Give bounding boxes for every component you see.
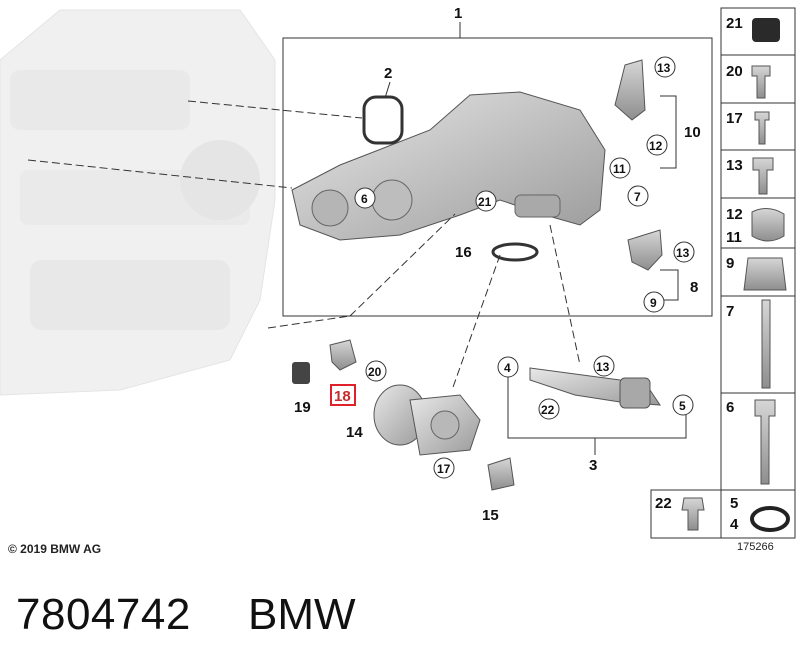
callout-21: 21: [478, 195, 492, 209]
callout-22: 22: [541, 403, 555, 417]
grommet-9-icon: [743, 257, 787, 291]
circle-5: [672, 394, 694, 416]
circle-13c: [593, 355, 615, 377]
callout-13a: 13: [657, 61, 671, 75]
parts-sidebar: 21 20 17 13 12 11 9 7 6: [720, 7, 796, 491]
callout-10: 10: [684, 124, 701, 141]
stud-7-icon: [761, 299, 771, 389]
callout-14: 14: [346, 424, 363, 441]
assembly-frame: [282, 37, 713, 317]
circle-4: [497, 356, 519, 378]
leader-dash-b: [27, 159, 293, 189]
callout-19: 19: [294, 399, 311, 416]
circle-12: [646, 134, 668, 156]
circle-13a: [654, 56, 676, 78]
callout-22-box: 22: [655, 495, 672, 512]
callout-5: 5: [679, 399, 686, 413]
o-ring-4-icon: [750, 506, 790, 532]
callout-11: 11: [613, 162, 626, 176]
sidebar-label-21: 21: [726, 15, 743, 32]
part-number: 7804742: [16, 590, 191, 639]
circle-17: [433, 457, 455, 479]
leader-dash-a: [187, 100, 363, 119]
screw-17-icon: [754, 111, 770, 145]
clamp-12-icon: [751, 208, 785, 242]
bracket-line-8: [660, 269, 679, 301]
circle-6: [354, 187, 376, 209]
callout-18-box: [330, 384, 356, 406]
ring-16: [491, 242, 539, 262]
circle-22: [538, 398, 560, 420]
sidebar-label-12: 12: [726, 206, 743, 223]
sidebar-label-20: 20: [726, 63, 743, 80]
sidebar-label-11: 11: [726, 229, 742, 246]
callout-9: 9: [650, 296, 657, 310]
callout-13b: 13: [676, 246, 690, 260]
reference-number: 175266: [737, 541, 774, 553]
circle-7: [627, 185, 649, 207]
circle-13b: [673, 241, 695, 263]
bottom-parts-box: 22 5 4: [650, 489, 796, 539]
copyright-text: © 2019 BMW AG: [8, 542, 102, 556]
circle-9: [643, 291, 665, 313]
bolt-6-icon: [754, 399, 776, 485]
callout-17: 17: [437, 462, 451, 476]
clip-21-icon: [752, 18, 780, 42]
screw-13-icon: [752, 157, 774, 195]
callout-5-box: 5: [730, 495, 738, 512]
callout-7: 7: [634, 190, 641, 204]
callout-2: 2: [384, 65, 392, 82]
leader-dash-d: [349, 213, 456, 317]
engine-block: [0, 9, 276, 396]
callout-20: 20: [368, 365, 382, 379]
callout-8: 8: [690, 279, 698, 296]
callout-1: 1: [454, 5, 462, 22]
part-19: [292, 362, 310, 384]
circle-21: [475, 190, 497, 212]
sidebar-label-13: 13: [726, 157, 743, 174]
plug-22-icon: [681, 497, 705, 531]
callout-16: 16: [455, 244, 472, 261]
sensor-15: [487, 457, 515, 491]
callout-12: 12: [649, 139, 663, 153]
callout-13c: 13: [596, 360, 610, 374]
circle-11: [609, 157, 631, 179]
sidebar-label-6: 6: [726, 399, 734, 416]
throttle-14: [373, 384, 481, 456]
callout-4-box: 4: [730, 516, 739, 533]
leader-dash-f: [451, 254, 501, 391]
bracket-line-10: [660, 95, 677, 169]
sidebar-label-7: 7: [726, 303, 734, 320]
pipe-3: [529, 367, 661, 409]
circle-20: [365, 360, 387, 382]
intake-manifold: [291, 91, 606, 241]
sensor-18: [329, 339, 357, 371]
callout-3: 3: [589, 457, 597, 474]
bolt-20-icon: [751, 65, 771, 99]
brand-name: BMW: [248, 590, 356, 639]
callout-6: 6: [361, 192, 368, 206]
sidebar-label-17: 17: [726, 110, 743, 127]
bracket-8: [627, 229, 663, 271]
callout-15: 15: [482, 507, 499, 524]
sidebar-label-9: 9: [726, 255, 734, 272]
gasket-2: [362, 95, 404, 145]
bracket-10: [614, 59, 646, 121]
diagram-canvas: 1 2 6 21 7 16 13 12 11 10 13 9 8 20 18 1…: [0, 5, 796, 539]
bracket-line-3: [507, 368, 687, 439]
leader-dash-c: [267, 315, 351, 329]
callout-18: 18: [334, 388, 351, 405]
leader-dash-e: [549, 224, 581, 366]
callout-4: 4: [504, 361, 511, 375]
leader-2: [384, 81, 391, 99]
